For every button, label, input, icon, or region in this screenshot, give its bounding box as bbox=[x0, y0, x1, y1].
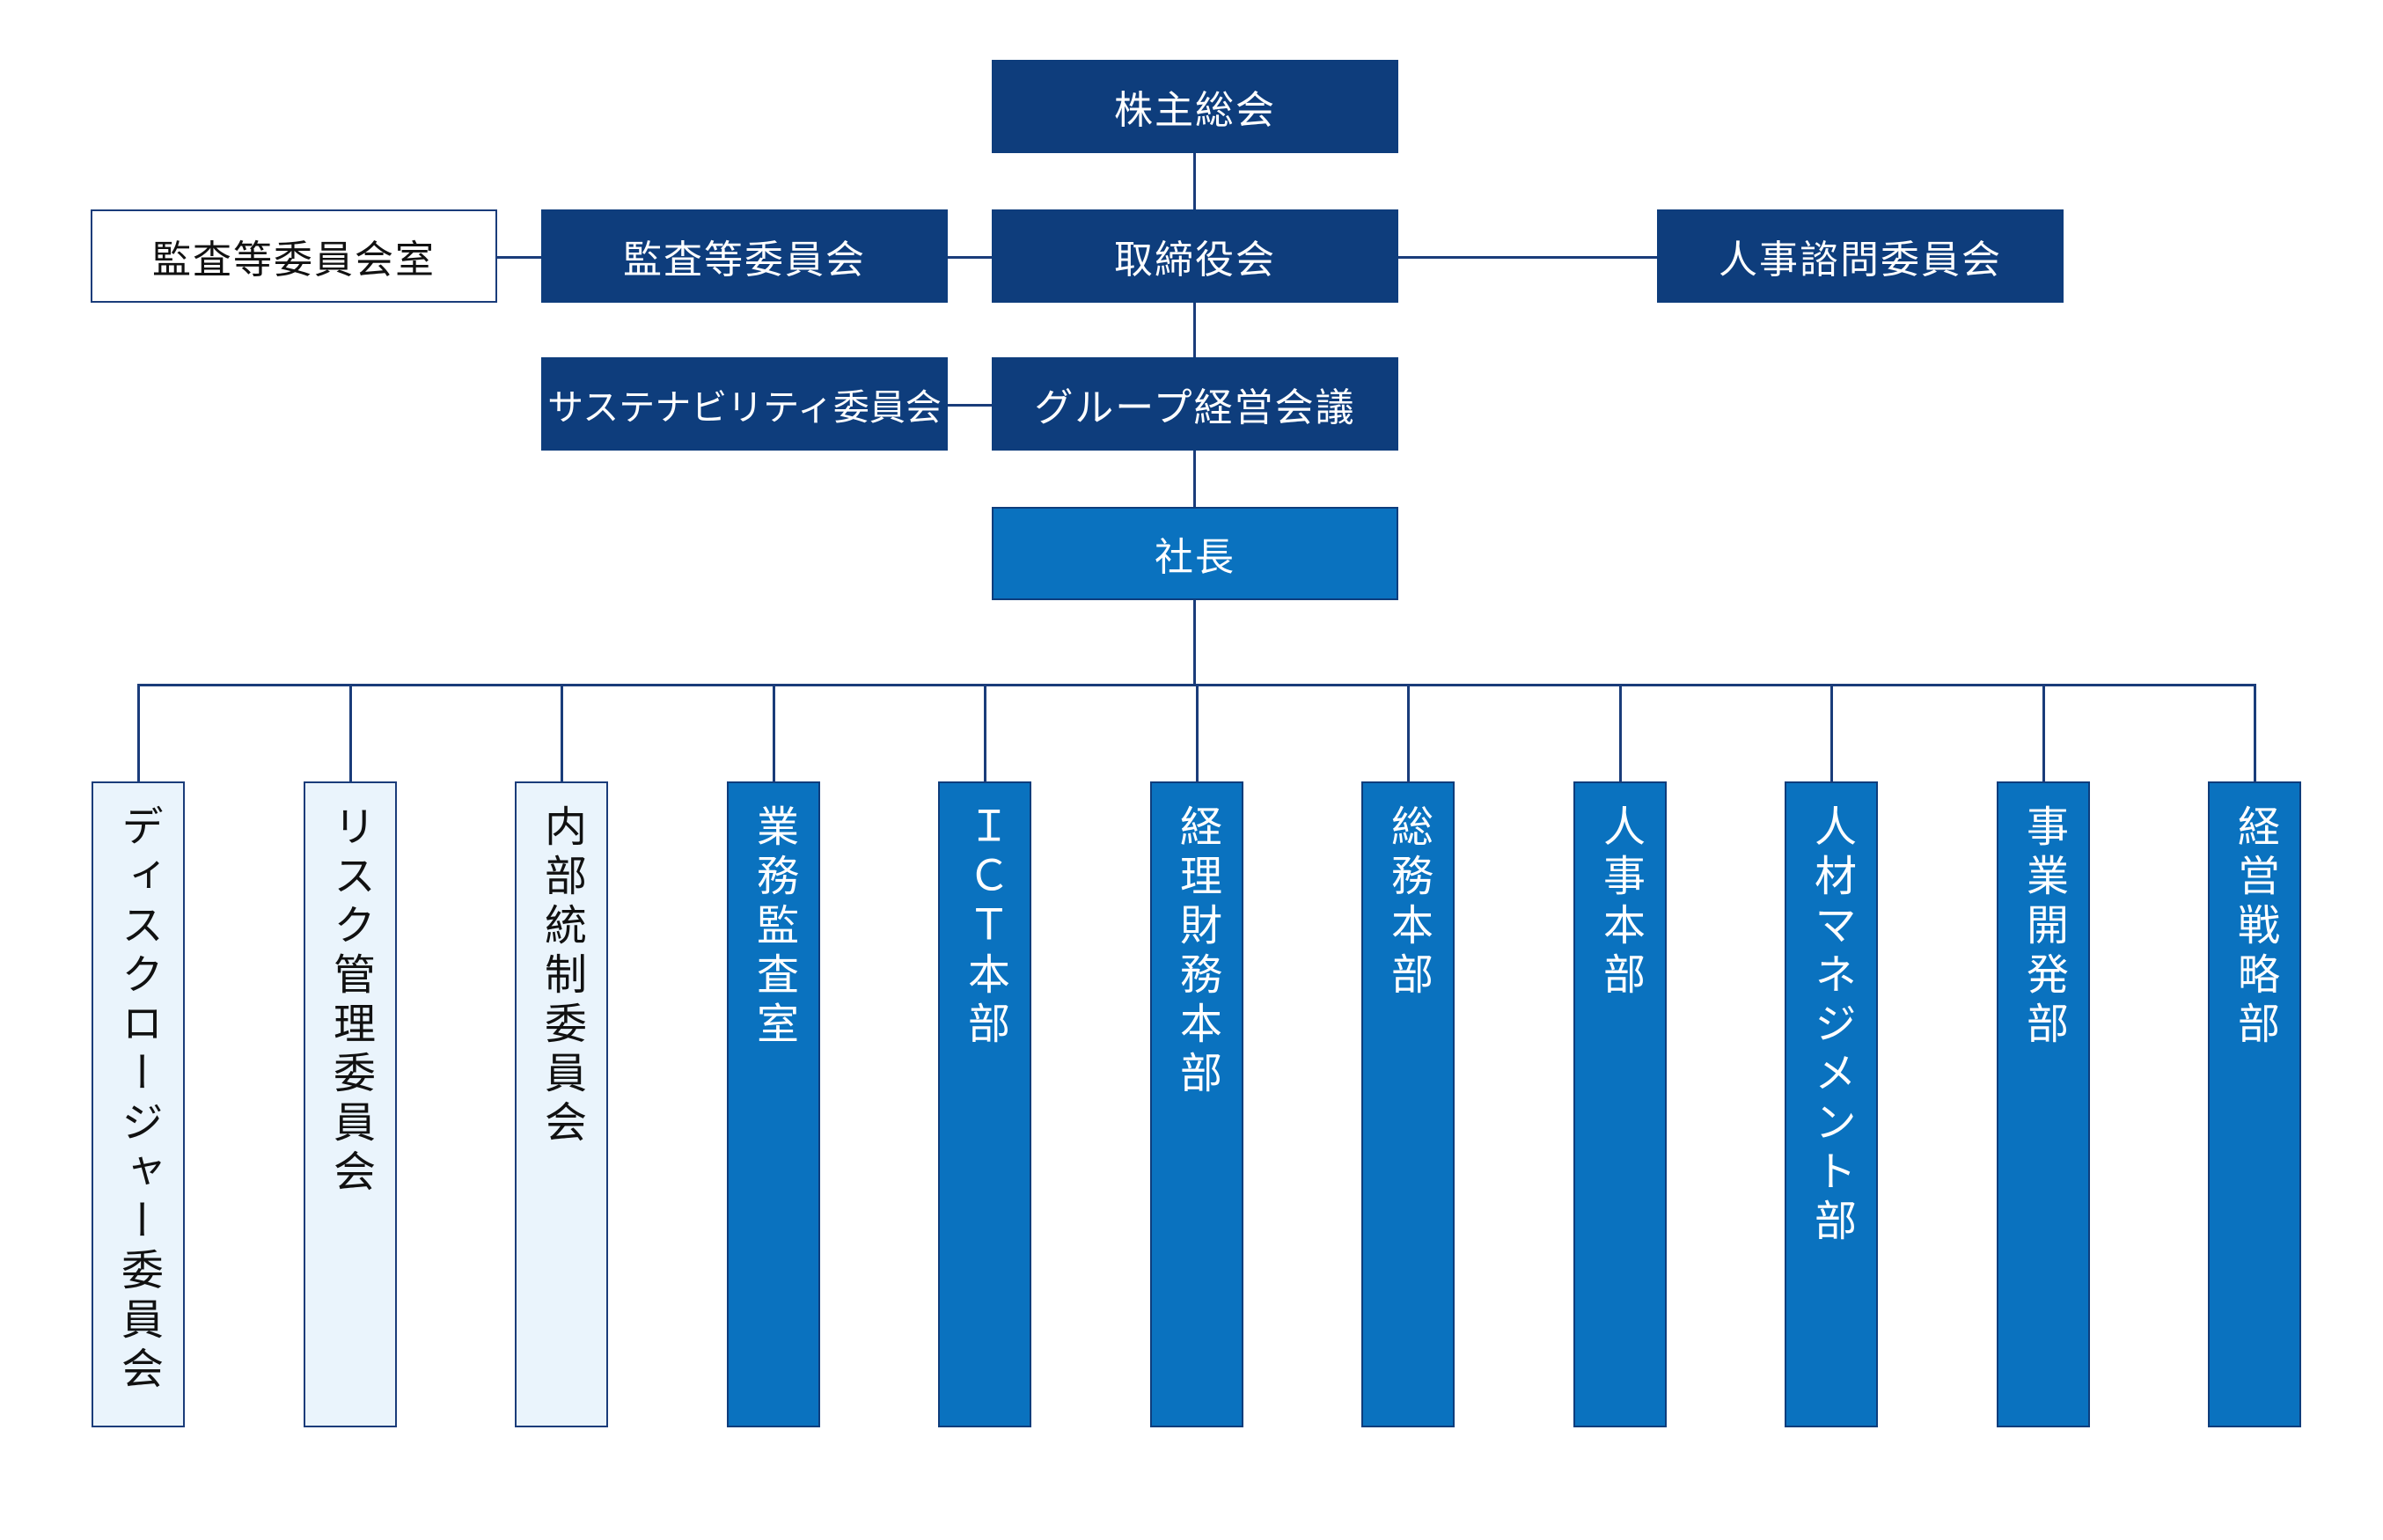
president-label: 社長 bbox=[1155, 535, 1235, 580]
department-box: 事業開発部 bbox=[1997, 781, 2090, 1427]
president-box: 社長 bbox=[992, 507, 1398, 600]
department-label: 経理財務本部 bbox=[1172, 804, 1221, 1100]
department-label: 総務本部 bbox=[1383, 804, 1433, 1001]
connector-department-drop bbox=[2254, 684, 2256, 782]
department-label: リスク管理委員会 bbox=[326, 804, 375, 1199]
connector-audit-board bbox=[947, 256, 993, 259]
connector-audit-office bbox=[496, 256, 542, 259]
group-management-meeting-label: グループ経営会議 bbox=[1034, 385, 1356, 430]
connector-board-hr bbox=[1398, 256, 1657, 259]
sustainability-committee-box: サステナビリティ委員会 bbox=[541, 357, 948, 451]
sustainability-committee-label: サステナビリティ委員会 bbox=[547, 386, 942, 429]
connector-department-drop bbox=[1830, 684, 1833, 782]
department-box: 人材マネジメント部 bbox=[1785, 781, 1878, 1427]
department-label: ＩＣＴ本部 bbox=[960, 804, 1009, 1051]
connector-sustainability bbox=[947, 404, 993, 407]
group-management-meeting-box: グループ経営会議 bbox=[992, 357, 1398, 451]
connector-department-drop bbox=[984, 684, 986, 782]
shareholders-meeting-label: 株主総会 bbox=[1114, 88, 1276, 133]
audit-committee-office-label: 監査等委員会室 bbox=[152, 238, 436, 282]
department-label: 経営戦略部 bbox=[2230, 804, 2279, 1051]
department-label: 人材マネジメント部 bbox=[1807, 804, 1856, 1248]
board-of-directors-label: 取締役会 bbox=[1114, 238, 1276, 282]
audit-committee-office-box: 監査等委員会室 bbox=[91, 209, 497, 303]
connector-department-drop bbox=[349, 684, 352, 782]
hr-advisory-committee-label: 人事諮問委員会 bbox=[1719, 238, 2002, 282]
department-label: ディスクロージャー委員会 bbox=[114, 804, 163, 1396]
department-box: 経理財務本部 bbox=[1150, 781, 1243, 1427]
shareholders-meeting-box: 株主総会 bbox=[992, 60, 1398, 153]
department-box: ＩＣＴ本部 bbox=[938, 781, 1031, 1427]
department-box: 総務本部 bbox=[1361, 781, 1455, 1427]
connector-department-drop bbox=[561, 684, 563, 782]
audit-committee-box: 監査等委員会 bbox=[541, 209, 948, 303]
connector-department-drop bbox=[1196, 684, 1199, 782]
department-box: 人事本部 bbox=[1573, 781, 1667, 1427]
audit-committee-label: 監査等委員会 bbox=[623, 238, 866, 282]
connector-department-drop bbox=[1619, 684, 1622, 782]
department-label: 人事本部 bbox=[1595, 804, 1645, 1001]
department-box: 業務監査室 bbox=[727, 781, 820, 1427]
department-box: 経営戦略部 bbox=[2208, 781, 2301, 1427]
connector-department-drop bbox=[2042, 684, 2045, 782]
department-label: 事業開発部 bbox=[2019, 804, 2068, 1051]
connector-department-drop bbox=[137, 684, 140, 782]
board-of-directors-box: 取締役会 bbox=[992, 209, 1398, 303]
connector-department-drop bbox=[1407, 684, 1410, 782]
department-label: 業務監査室 bbox=[749, 804, 798, 1051]
department-box: ディスクロージャー委員会 bbox=[92, 781, 185, 1427]
connector-department-drop bbox=[773, 684, 775, 782]
hr-advisory-committee-box: 人事諮問委員会 bbox=[1657, 209, 2064, 303]
department-box: リスク管理委員会 bbox=[304, 781, 397, 1427]
department-label: 内部統制委員会 bbox=[537, 804, 586, 1149]
department-box: 内部統制委員会 bbox=[515, 781, 608, 1427]
